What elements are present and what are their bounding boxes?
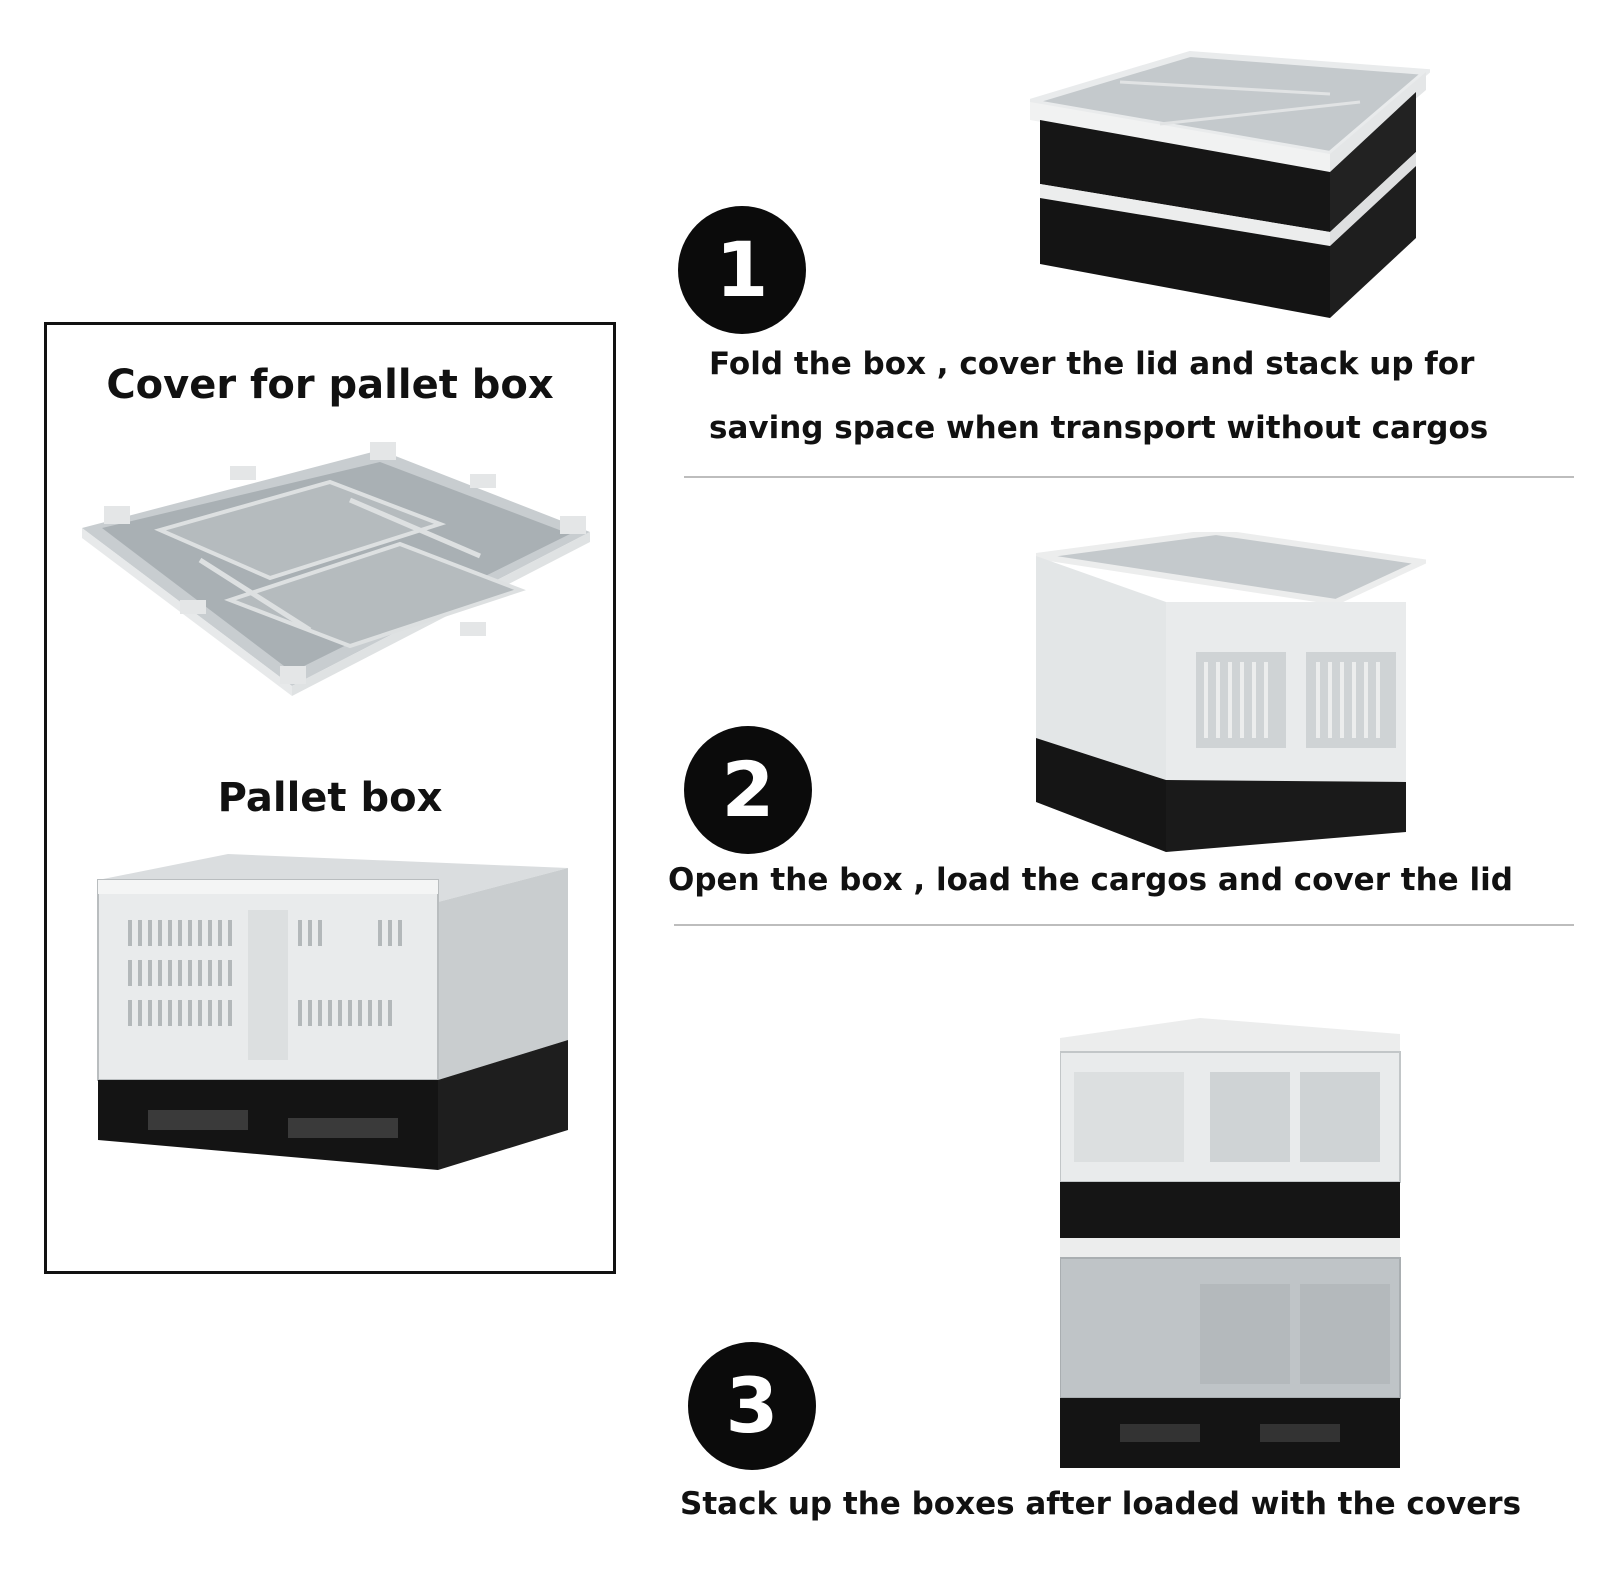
cover-title: Cover for pallet box <box>106 362 554 408</box>
step-1-line-2: saving space when transport without carg… <box>709 410 1489 446</box>
step-3-line-1: Stack up the boxes after loaded with the… <box>680 1486 1522 1522</box>
pallet-box-title: Pallet box <box>217 775 443 821</box>
step-1-badge: 1 <box>678 206 806 334</box>
step-2-line-1: Open the box , load the cargos and cover… <box>668 862 1513 898</box>
pallet-lid-image <box>82 442 590 696</box>
step-1-image <box>1030 50 1430 318</box>
step-3-badge: 3 <box>688 1342 816 1470</box>
step-3-image <box>1060 1018 1401 1468</box>
product-panel <box>44 322 616 1274</box>
step-2-badge: 2 <box>684 726 812 854</box>
step-1-line-1: Fold the box , cover the lid and stack u… <box>709 346 1475 382</box>
step-2-image <box>1036 532 1426 852</box>
step-2-divider <box>674 924 1574 926</box>
pallet-box-image <box>97 854 568 1170</box>
step-1-divider <box>684 476 1574 478</box>
